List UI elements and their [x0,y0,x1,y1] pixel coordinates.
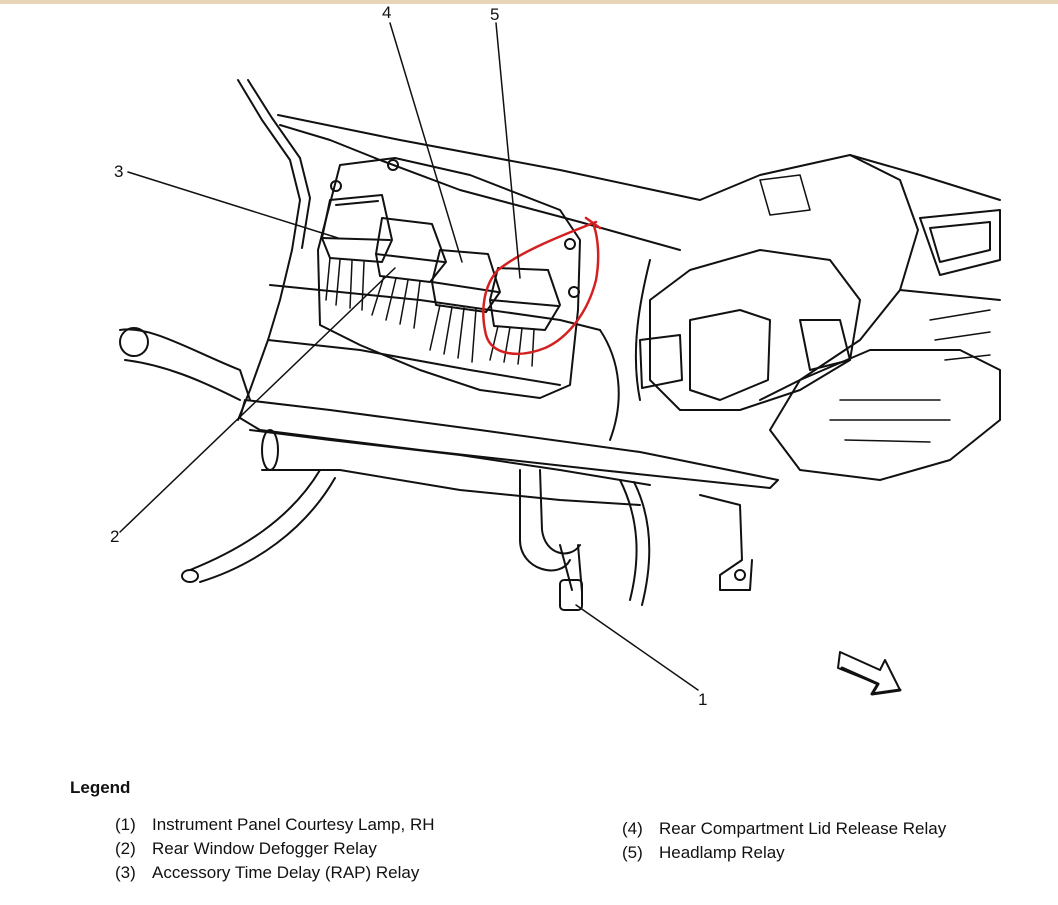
relay-bank [317,157,581,399]
legend-right-column: (4) Rear Compartment Lid Release Relay (… [622,819,946,867]
wiring-diagram: 3 4 5 2 1 [110,3,1001,709]
wiring-harness [119,259,753,611]
legend-number: (1) [115,815,136,834]
legend-number: (4) [622,819,643,838]
callout-4: 4 [382,3,391,22]
legend-number: (5) [622,843,643,862]
legend-item: (3) Accessory Time Delay (RAP) Relay [115,863,435,887]
callout-3: 3 [114,162,123,181]
instrument-panel-outline [237,79,1001,489]
leader-lines [119,22,699,691]
legend-number: (3) [115,863,136,882]
legend-label: Headlamp Relay [659,843,785,862]
top-border [0,0,1058,4]
headlamp-relay-highlight [482,216,602,355]
legend-item: (5) Headlamp Relay [622,843,946,867]
legend-number: (2) [115,839,136,858]
legend-item: (2) Rear Window Defogger Relay [115,839,435,863]
legend-title: Legend [70,778,131,797]
legend-label: Instrument Panel Courtesy Lamp, RH [152,815,435,834]
legend-item: (4) Rear Compartment Lid Release Relay [622,819,946,843]
callout-2: 2 [110,527,119,546]
legend-label: Rear Compartment Lid Release Relay [659,819,947,838]
callout-5: 5 [490,5,499,24]
callout-1: 1 [698,690,707,709]
legend-label: Rear Window Defogger Relay [152,839,377,858]
legend-label: Accessory Time Delay (RAP) Relay [152,863,420,882]
legend-left-column: (1) Instrument Panel Courtesy Lamp, RH (… [115,815,435,887]
legend-item: (1) Instrument Panel Courtesy Lamp, RH [115,815,435,839]
direction-arrow-icon [837,651,902,696]
